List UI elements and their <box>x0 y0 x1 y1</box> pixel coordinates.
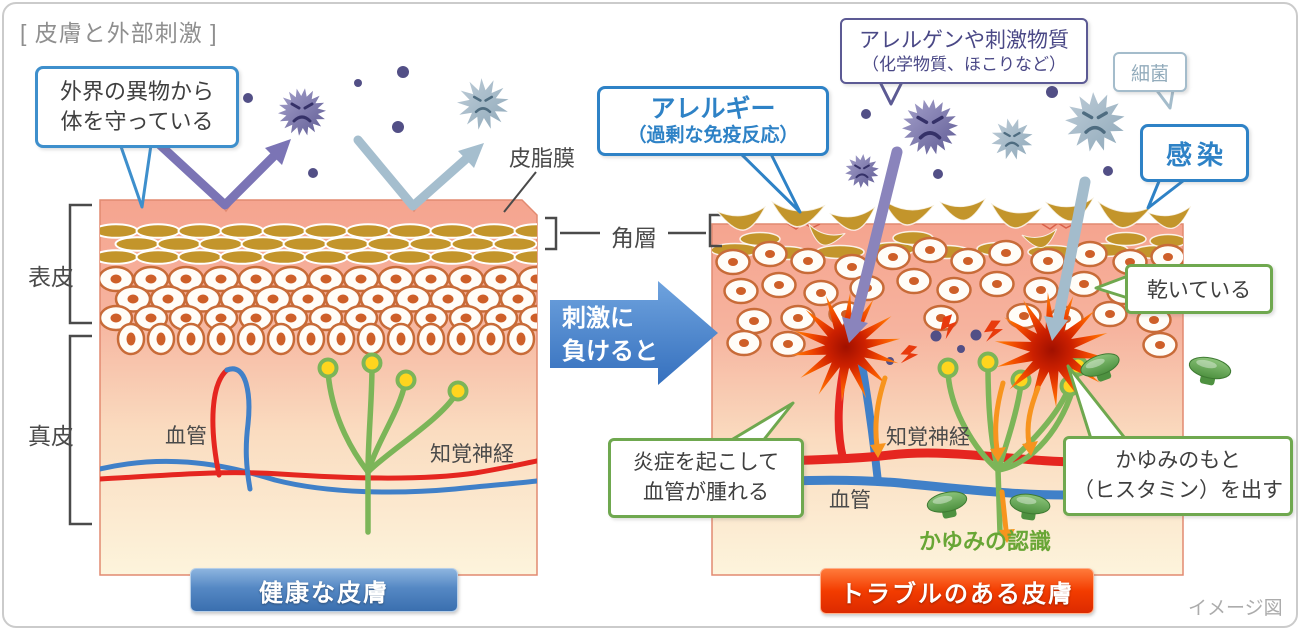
sensory-nerve-left <box>365 380 408 475</box>
particle-dot <box>392 121 404 133</box>
particle-dot <box>243 93 253 103</box>
germ-icon <box>845 154 879 188</box>
particle-dot <box>930 330 942 342</box>
itch-signal-arrow <box>993 380 1006 453</box>
bubble-inflammation-line1: 炎症を起こして <box>632 451 780 474</box>
particle-dot <box>861 109 871 119</box>
healthy-skin-layers <box>100 223 537 535</box>
blood-vessel-blue-left <box>100 458 537 495</box>
image-note: イメージ図 <box>1188 598 1283 619</box>
dermis-label: 真皮 <box>28 423 74 449</box>
nerve-ending <box>317 357 339 379</box>
bubble-infection: 感染 <box>1140 124 1249 182</box>
sensory-nerve-right <box>995 467 1003 535</box>
particle-dot <box>1046 86 1058 98</box>
sensory-nerve-right <box>995 381 1024 473</box>
diagram-title: [ 皮膚と外部刺激 ] <box>20 20 218 46</box>
nerve-ending <box>395 369 417 391</box>
itch-recognition-label: かゆみの認識 <box>918 529 1051 554</box>
nerve-ending <box>361 352 383 374</box>
sensory-nerve-left <box>365 391 459 475</box>
bubble-histamine-line1: かゆみのもと <box>1115 449 1241 472</box>
germ-icon <box>278 88 326 136</box>
bubble-protect-line1: 外界の異物から <box>59 79 214 104</box>
itch-signal-arrow <box>999 489 1009 533</box>
allergen-arrow <box>849 146 903 328</box>
bubble-allergy-line1: アレルギー <box>650 95 776 123</box>
irritation-bolt <box>983 320 1003 342</box>
dry-flake <box>1044 196 1097 224</box>
itch-signal-arrow <box>1025 385 1041 447</box>
germ-icon <box>902 99 958 155</box>
germ-icon <box>1065 92 1125 152</box>
histamine-icon <box>1185 353 1234 390</box>
particle-dot <box>970 329 982 341</box>
particle-dot <box>308 168 318 178</box>
bubble-allergy: アレルギー （過剰な免疫反応） <box>597 86 829 156</box>
blood-vessel-red-left <box>100 458 537 482</box>
stratum-bracket-left <box>545 216 558 251</box>
vessel-label-left: 血管 <box>165 425 207 448</box>
bubble-tail <box>733 146 802 214</box>
deflect-arrow-purple <box>155 140 279 210</box>
transition-line1: 刺激に <box>562 305 634 332</box>
healthy-skin-button: 健康な皮膚 <box>190 568 458 612</box>
bubble-allergy-line2: （過剰な免疫反応） <box>627 125 799 146</box>
bubble-inflammation-line2: 血管が腫れる <box>643 481 769 504</box>
dry-flake <box>938 197 989 223</box>
bacteria-arrow <box>1052 176 1091 326</box>
nerve-label-left: 知覚神経 <box>430 443 514 466</box>
bubble-histamine: かゆみのもと （ヒスタミン）を出す <box>1063 436 1293 516</box>
particle-dot <box>1103 166 1113 176</box>
itch-signal-arrow <box>873 375 888 449</box>
sensory-nerve-right <box>995 387 1071 473</box>
sensory-nerve-right <box>945 369 1001 473</box>
bubble-inflammation: 炎症を起こして 血管が腫れる <box>608 438 804 518</box>
sensory-nerve-left <box>365 363 375 475</box>
bubble-allergen-line1: アレルゲンや刺激物質 <box>859 28 1069 52</box>
transition-line2: 負けると <box>562 338 658 365</box>
sebum-label: 皮脂膜 <box>508 146 575 171</box>
bubble-protect: 外界の異物から 体を守っている <box>35 66 239 148</box>
bubble-histamine-line2: （ヒスタミン）を出す <box>1073 479 1283 502</box>
bubble-allergen-line2: （化学物質、ほこりなど） <box>862 54 1066 74</box>
nerve-ending <box>977 351 999 373</box>
sebum-pointer-line <box>503 171 537 213</box>
deflect-arrow-gray <box>353 135 471 211</box>
bubble-tail <box>116 136 154 209</box>
epidermis-label: 表皮 <box>28 264 74 290</box>
germ-icon <box>457 78 509 130</box>
transition-arrow-label: 刺激に 負けると <box>562 302 672 368</box>
inflammation-burst <box>791 292 901 402</box>
troubled-skin-button: トラブルのある皮膚 <box>820 568 1094 614</box>
inflammation-burst <box>994 292 1110 408</box>
bubble-dry: 乾いている <box>1125 264 1273 314</box>
stratum-bracket-right <box>708 213 722 248</box>
nerve-ending <box>937 357 959 379</box>
stratum-label: 角層 <box>611 225 657 251</box>
particle-dot <box>354 79 362 87</box>
bubble-allergen: アレルゲンや刺激物質 （化学物質、ほこりなど） <box>840 18 1088 84</box>
particle-dot <box>957 345 965 353</box>
bubble-protect-line2: 体を守っている <box>60 109 214 134</box>
germ-icon <box>991 118 1033 160</box>
epidermis-bracket <box>68 203 92 325</box>
dermis-bracket <box>68 334 92 526</box>
bubble-bacteria: 細菌 <box>1113 52 1187 92</box>
irritation-bolt <box>900 344 919 364</box>
nerve-label-right: 知覚神経 <box>886 426 970 449</box>
irritation-bolt <box>940 314 958 340</box>
sensory-nerve-left <box>325 369 371 475</box>
sensory-nerve-right <box>985 363 1001 473</box>
particle-dot <box>397 66 409 78</box>
transition-arrow <box>550 281 718 385</box>
nerve-ending <box>447 380 469 402</box>
particle-dot <box>933 169 943 179</box>
vessel-label-right: 血管 <box>829 489 871 512</box>
